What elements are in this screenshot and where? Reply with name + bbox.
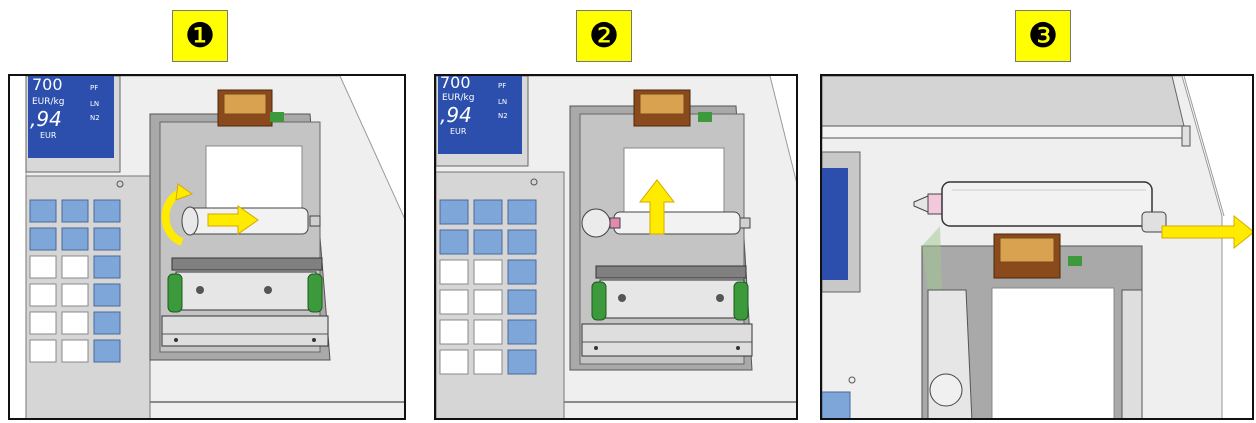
step-2-illustration: 700 EUR/kg ,94 EUR PF LN N2	[436, 76, 798, 420]
step-2-panel: 700 EUR/kg ,94 EUR PF LN N2	[434, 74, 798, 420]
platen-roller	[614, 212, 740, 234]
step-1-illustration: 700 EUR/kg ,94 EUR PF LN N2	[10, 76, 406, 420]
lcd-indicator-pf: PF	[90, 84, 98, 92]
lcd-top-digits: 700	[32, 76, 63, 94]
lcd-indicator-n2: N2	[90, 114, 100, 122]
lcd-unit-label: EUR/kg	[442, 93, 474, 103]
lcd-indicator-ln: LN	[498, 98, 507, 106]
lcd-indicator-ln: LN	[90, 100, 99, 108]
platen-roller	[914, 182, 1166, 232]
step-3-panel	[820, 74, 1254, 420]
step-3-illustration	[822, 76, 1254, 420]
step-1-badge: ❶	[172, 10, 228, 62]
lcd-top-digits: 700	[440, 76, 471, 92]
lcd-indicator-n2: N2	[498, 112, 508, 120]
step-1-panel: 700 EUR/kg ,94 EUR PF LN N2	[8, 74, 406, 420]
lcd-amount: ,94	[440, 103, 472, 127]
lcd-currency: EUR	[450, 127, 467, 136]
paper	[992, 288, 1114, 420]
step-3-badge: ❸	[1015, 10, 1071, 62]
top-cover	[822, 76, 1184, 126]
lcd-indicator-pf: PF	[498, 82, 506, 90]
lcd-currency: EUR	[40, 131, 57, 140]
step-2-badge: ❷	[576, 10, 632, 62]
lcd-unit-label: EUR/kg	[32, 97, 64, 107]
lcd-amount: ,94	[30, 107, 62, 131]
